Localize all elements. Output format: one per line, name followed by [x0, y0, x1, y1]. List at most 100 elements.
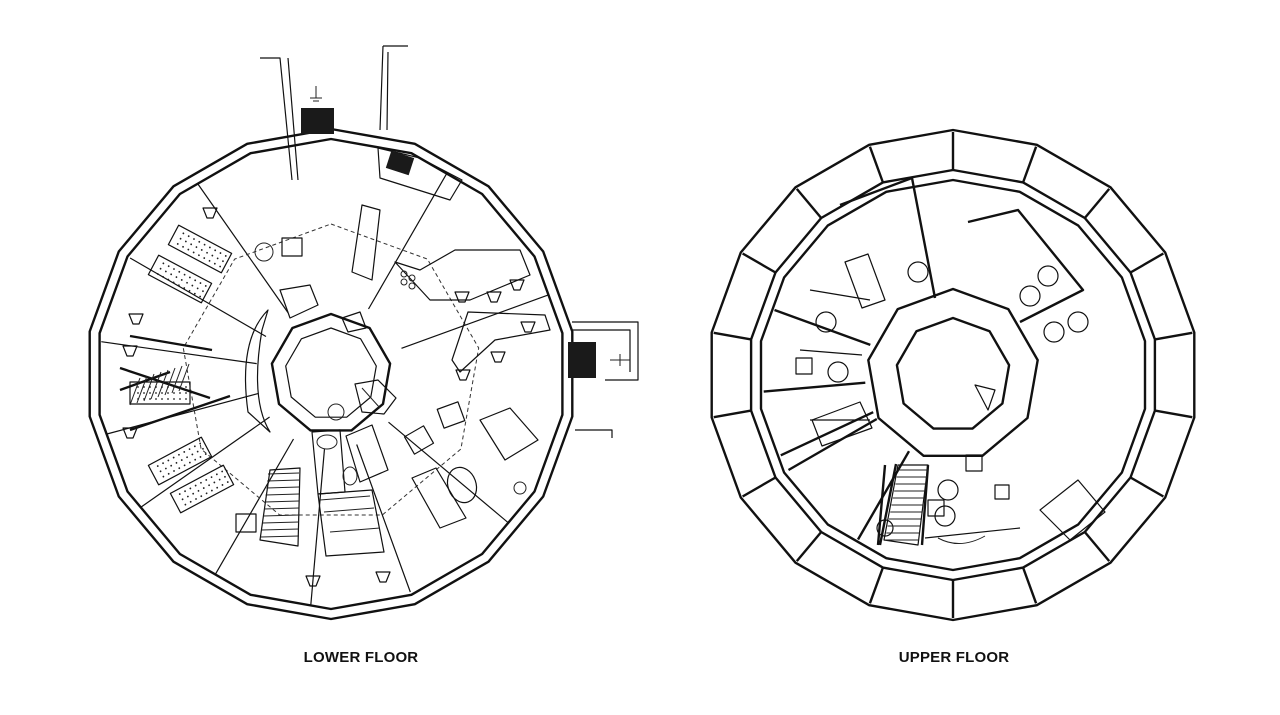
mattress-dot — [192, 251, 195, 254]
east-doormat — [568, 342, 596, 378]
partition-wall — [356, 444, 411, 593]
upper-floor-plan — [710, 128, 1196, 622]
mattress-dot — [176, 243, 179, 245]
mattress-dot — [196, 287, 199, 290]
mattress-dot — [197, 489, 200, 492]
mattress-dot — [178, 467, 181, 470]
stair-tread — [263, 514, 300, 517]
stair-tread — [267, 479, 300, 482]
mattress-dot — [162, 262, 165, 265]
mattress-dot — [199, 456, 202, 458]
mattress-dot — [182, 232, 185, 235]
mattress-dot — [180, 459, 183, 461]
mattress-dot — [188, 276, 191, 279]
stair-tread — [263, 507, 300, 510]
mattress-dot — [191, 453, 194, 456]
mattress-dot — [196, 450, 199, 453]
stool — [202, 207, 218, 219]
mattress-dot — [213, 262, 216, 265]
upper-roof-panel-ring — [749, 168, 1157, 582]
mattress-dot — [189, 487, 192, 490]
mattress-dot — [208, 259, 211, 262]
upper-staircase — [878, 463, 929, 546]
mattress-dot — [183, 464, 186, 467]
upper-partitions — [799, 176, 1106, 546]
stool — [486, 291, 502, 303]
mattress-dot — [202, 290, 204, 293]
mattress-dot — [185, 392, 187, 394]
bed-frame — [147, 436, 213, 486]
mattress-dot — [186, 495, 189, 498]
mattress-dot — [185, 398, 187, 400]
mattress-dot — [216, 486, 219, 489]
mattress-dot — [184, 490, 186, 493]
mattress-dot — [202, 487, 205, 489]
double-bed — [317, 489, 385, 557]
mattress-dot — [159, 267, 162, 270]
mattress-dot — [199, 295, 202, 298]
ladder-rung — [164, 367, 176, 396]
roof-panel-seam — [1154, 409, 1193, 419]
roof-panel-seam — [795, 531, 823, 562]
bathroom — [254, 237, 389, 495]
mattress-dot — [188, 289, 191, 292]
stair-tread — [261, 528, 300, 531]
mattress-dot — [226, 481, 229, 483]
bed-frame — [169, 464, 235, 514]
mattress-dot — [137, 386, 139, 388]
mattress-dot — [188, 461, 191, 464]
mattress-dot — [193, 238, 195, 240]
living-seating — [235, 401, 539, 533]
bunk-bed — [167, 224, 233, 274]
roof-panel-seam — [1021, 146, 1038, 183]
mattress-dot — [175, 461, 178, 464]
roof-panel-seam — [713, 409, 752, 419]
mattress-dot — [224, 475, 226, 478]
mattress-dot — [218, 478, 221, 481]
roof-panel-seam — [1083, 188, 1111, 219]
mattress-dot — [192, 492, 195, 495]
mattress-dot — [156, 273, 159, 275]
mattress-dot — [206, 251, 208, 254]
mattress-dot — [161, 392, 163, 394]
mattress-dot — [187, 248, 190, 251]
roof-panel-seam — [741, 252, 777, 274]
roof-panel-seam — [1129, 252, 1165, 274]
mattress-dot — [204, 453, 207, 455]
partition-wall — [101, 341, 257, 365]
bed-frame — [167, 224, 233, 274]
mattress-dot — [194, 458, 197, 461]
ladder-rung — [171, 365, 183, 394]
mattress-dot — [156, 465, 159, 467]
mattress-dot — [162, 475, 165, 478]
partition-wall — [197, 183, 289, 313]
mattress-dot — [162, 462, 164, 465]
mattress-dot — [183, 287, 186, 289]
stair-tread — [260, 535, 300, 538]
mattress-dot — [149, 392, 151, 394]
bed-frame — [147, 254, 213, 304]
mattress-dot — [161, 398, 163, 400]
mattress-dot — [167, 459, 170, 462]
mattress-dot — [210, 476, 213, 479]
roof-panel-seam — [868, 146, 885, 183]
bar-stools — [122, 207, 536, 587]
kitchen — [351, 147, 551, 373]
roof-panel-seam — [1021, 567, 1038, 604]
mattress-dot — [191, 284, 194, 287]
mattress-dot — [219, 265, 222, 268]
mattress-dot — [184, 503, 187, 506]
roof-panel-seam — [1083, 531, 1111, 562]
mattress-dot — [214, 249, 217, 252]
loft-wall — [780, 411, 874, 457]
mattress-dot — [179, 237, 182, 240]
roof-panel-seam — [741, 476, 777, 498]
partition-wall — [388, 421, 510, 524]
mattress-dot — [204, 285, 207, 287]
upper-outer-roof-edge — [710, 128, 1196, 622]
lower-inner-wall — [98, 137, 564, 611]
lower-floor-label: LOWER FLOOR — [303, 649, 419, 666]
mattress-dot — [183, 451, 186, 453]
loft-wall — [774, 308, 871, 347]
mattress-dot — [221, 484, 224, 486]
